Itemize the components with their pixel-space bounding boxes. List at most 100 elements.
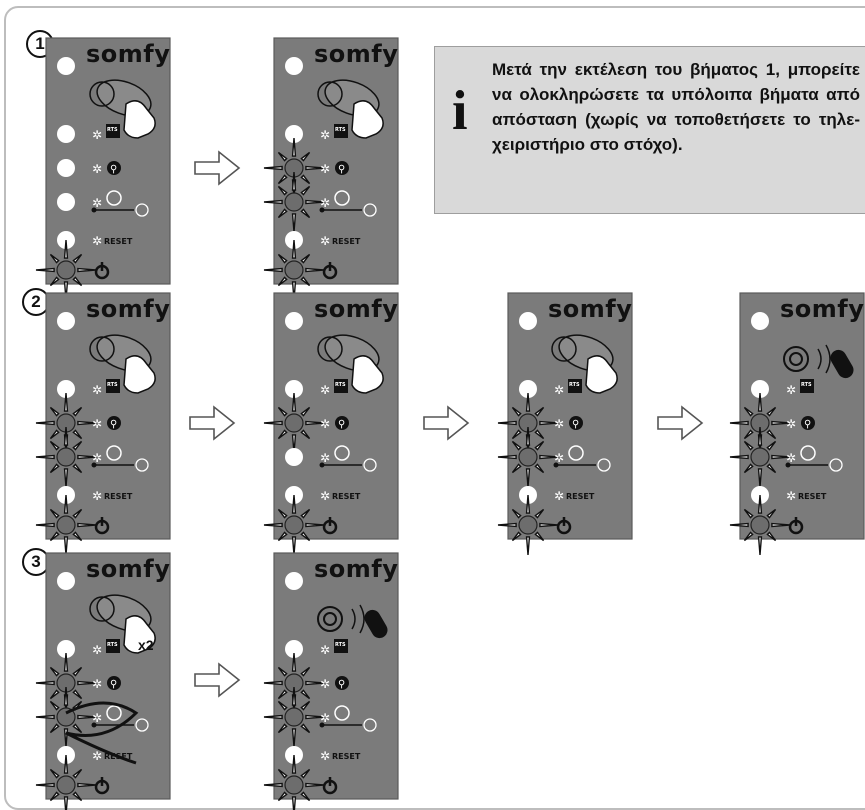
light-off-icon (363, 203, 377, 217)
light-ray (49, 463, 60, 474)
light-ray (72, 666, 83, 677)
sun-icon: ✲ (320, 417, 330, 431)
led-group (57, 193, 75, 211)
sun-icon: ✲ (320, 234, 330, 248)
hand-icon (123, 615, 156, 654)
light-ray (525, 392, 531, 412)
panel-graphic: ✲✲✲✲RTS⚲RESET (35, 37, 171, 301)
light-ray (63, 426, 69, 446)
light-ray (63, 468, 69, 488)
next-arrow-icon (194, 150, 241, 186)
sun-icon: ✲ (554, 383, 564, 397)
light-ray (511, 463, 522, 474)
light-ray (277, 429, 288, 440)
light-ray (291, 171, 297, 191)
light-ray (525, 426, 531, 446)
light-ray (49, 700, 60, 711)
somfy-logo: somfy (86, 555, 171, 583)
light-ray (49, 440, 60, 451)
led-group (57, 640, 75, 658)
light-ray (766, 440, 777, 451)
sun-icon: ✲ (786, 383, 796, 397)
target-icon (783, 346, 809, 372)
light-ray (300, 689, 311, 700)
light-ray (497, 420, 517, 426)
led (284, 413, 304, 433)
led (57, 640, 75, 658)
sun-icon: ✲ (92, 711, 102, 725)
light-ray (743, 429, 754, 440)
led-group (263, 686, 325, 748)
led (284, 192, 304, 212)
timer-icon (334, 705, 350, 721)
timer-icon (568, 445, 584, 461)
somfy-logo: somfy (314, 295, 399, 323)
led (285, 57, 303, 75)
light-ray (305, 165, 325, 171)
led-group (57, 380, 75, 398)
rts-icon (334, 124, 348, 138)
light-ray (49, 429, 60, 440)
light-ray (534, 429, 545, 440)
light-ray (534, 440, 545, 451)
led (285, 572, 303, 590)
light-ray (305, 680, 325, 686)
somfy-logo: somfy (780, 295, 865, 323)
hand-icon (123, 355, 156, 394)
target-icon (317, 79, 384, 139)
pedestrian-icon (107, 161, 121, 175)
light-ray (263, 165, 283, 171)
light-ray (277, 700, 288, 711)
rts-label: RTS (107, 382, 118, 388)
reset-label: RESET (332, 752, 361, 761)
led-group (263, 239, 325, 301)
target-icon (89, 334, 156, 394)
sun-icon: ✲ (554, 451, 564, 465)
light-ray (77, 454, 97, 460)
remote-icon (364, 609, 388, 639)
led (284, 775, 304, 795)
signal-waves (817, 344, 831, 374)
dot (785, 462, 791, 468)
led (56, 260, 76, 280)
light-ray (291, 754, 297, 774)
light-ray (729, 522, 749, 528)
rts-icon (800, 379, 814, 393)
light-ray (72, 463, 83, 474)
panel-graphic: ✲✲✲✲RTS⚲RESET (263, 552, 399, 810)
rts-label: RTS (335, 127, 346, 133)
sun-icon: ✲ (320, 196, 330, 210)
timer-icon (106, 445, 122, 461)
rts-icon (106, 124, 120, 138)
light-ray (525, 468, 531, 488)
led (57, 572, 75, 590)
rts-icon (334, 639, 348, 653)
light-ray (72, 429, 83, 440)
sun-icon: ✲ (92, 451, 102, 465)
led (519, 380, 537, 398)
target-ring (317, 336, 343, 362)
light-ray (277, 768, 288, 779)
sun-icon: ✲ (92, 383, 102, 397)
sun-icon: ✲ (320, 677, 330, 691)
sun-icon: ✲ (320, 451, 330, 465)
light-ray (743, 463, 754, 474)
hand-icon (123, 100, 156, 139)
light-off-icon (363, 458, 377, 472)
light-ray (277, 689, 288, 700)
led-group (57, 125, 75, 143)
sun-icon: ✲ (320, 489, 330, 503)
light-ray (49, 689, 60, 700)
pedestrian-glyph: ⚲ (572, 419, 579, 430)
led-group (497, 426, 559, 488)
light-ray (72, 276, 83, 287)
light-ray (771, 454, 791, 460)
pedestrian-icon (569, 416, 583, 430)
light-ray (263, 267, 283, 273)
next-arrow-icon (423, 405, 470, 441)
light-ray (534, 531, 545, 542)
led (56, 775, 76, 795)
